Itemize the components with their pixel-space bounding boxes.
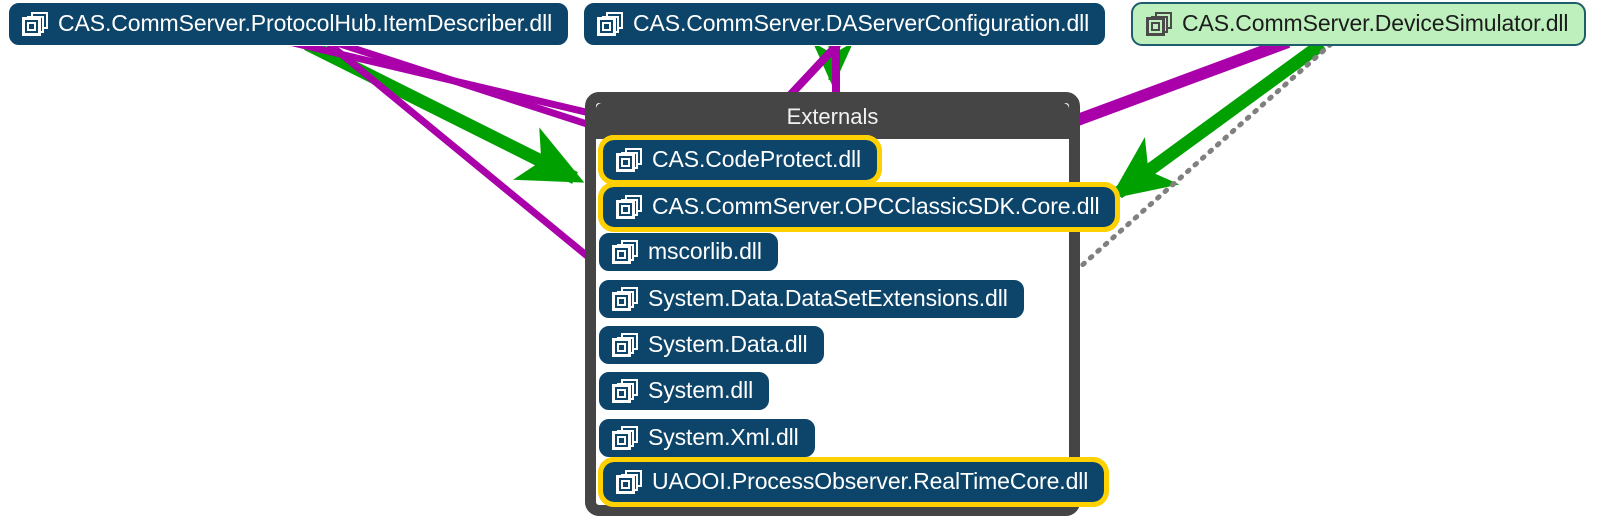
assembly-node-label: System.Data.DataSetExtensions.dll [648, 284, 1008, 311]
assembly-icon [612, 426, 638, 450]
assembly-icon [612, 333, 638, 357]
assembly-node-label: mscorlib.dll [648, 237, 762, 264]
edge-devicesimulator-to-opcclassicsdk-green [1109, 38, 1326, 200]
assembly-node-label: UAOOI.ProcessObserver.RealTimeCore.dll [652, 467, 1089, 494]
assembly-node-daserverconfiguration[interactable]: CAS.CommServer.DAServerConfiguration.dll [583, 2, 1107, 46]
assembly-icon [616, 470, 642, 494]
assembly-node-label: CAS.CommServer.ProtocolHub.ItemDescriber… [58, 9, 553, 36]
assembly-node-label: CAS.CommServer.DAServerConfiguration.dll [633, 9, 1090, 36]
assembly-node-label: CAS.CommServer.DeviceSimulator.dll [1182, 9, 1569, 36]
assembly-icon [1146, 12, 1172, 36]
assembly-icon [612, 287, 638, 311]
assembly-node-mscorlib[interactable]: mscorlib.dll [598, 232, 779, 272]
assembly-icon [616, 195, 642, 219]
assembly-node-label: CAS.CommServer.OPCClassicSDK.Core.dll [652, 192, 1100, 219]
assembly-icon [612, 240, 638, 264]
assembly-icon [22, 12, 48, 36]
assembly-icon [616, 148, 642, 172]
assembly-node-label: System.dll [648, 376, 754, 403]
assembly-node-system-data[interactable]: System.Data.dll [598, 325, 825, 365]
assembly-icon [597, 12, 623, 36]
assembly-node-system-xml[interactable]: System.Xml.dll [598, 418, 816, 458]
edge-protocolhub-to-opcclassicsdk-green [304, 38, 585, 184]
assembly-node-protocolhub[interactable]: CAS.CommServer.ProtocolHub.ItemDescriber… [8, 2, 570, 46]
assembly-node-cas-codeprotect[interactable]: CAS.CodeProtect.dll [597, 135, 883, 185]
externals-cluster-header [596, 103, 1069, 139]
assembly-node-uaooi-processobserver-realtimecore[interactable]: UAOOI.ProcessObserver.RealTimeCore.dll [597, 457, 1110, 507]
assembly-node-opcclassicsdk-core[interactable]: CAS.CommServer.OPCClassicSDK.Core.dll [597, 182, 1121, 232]
assembly-icon [612, 379, 638, 403]
assembly-node-label: CAS.CodeProtect.dll [652, 145, 862, 172]
externals-cluster-title: Externals [786, 104, 879, 129]
assembly-node-label: System.Data.dll [648, 330, 808, 357]
assembly-node-system[interactable]: System.dll [598, 371, 771, 411]
assembly-node-label: System.Xml.dll [648, 423, 799, 450]
assembly-node-system-data-datasetextensions[interactable]: System.Data.DataSetExtensions.dll [598, 279, 1025, 319]
assembly-node-devicesimulator[interactable]: CAS.CommServer.DeviceSimulator.dll [1131, 2, 1587, 46]
